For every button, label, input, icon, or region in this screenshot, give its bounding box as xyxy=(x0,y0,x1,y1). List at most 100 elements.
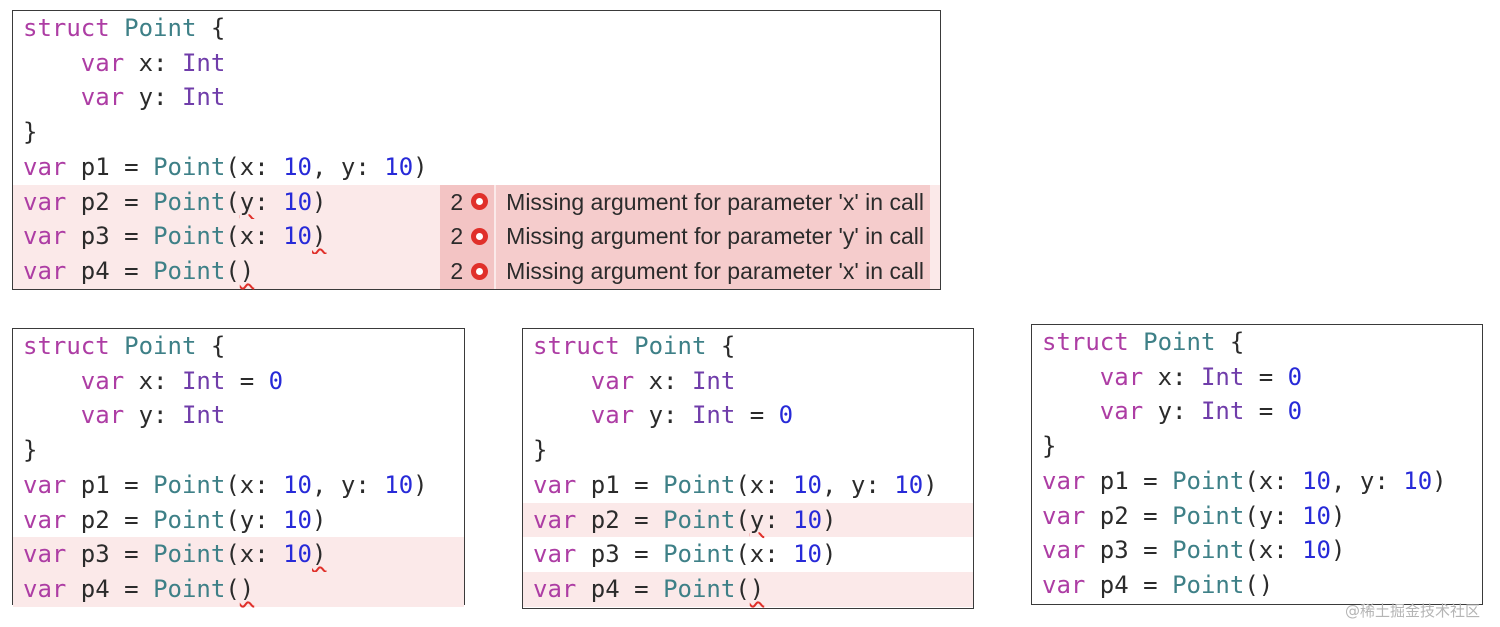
code-token: ( xyxy=(735,574,750,603)
code-token: , y: xyxy=(822,470,895,499)
code-token: struct xyxy=(533,332,620,360)
code-token: var xyxy=(80,401,125,430)
code-token: ( xyxy=(225,187,240,216)
code-token: ) xyxy=(312,187,327,216)
code-token: p4 = xyxy=(576,574,664,603)
code-token: ( xyxy=(225,574,240,603)
error-count: 2 xyxy=(450,223,464,250)
code-token: = xyxy=(1244,362,1288,391)
code-token xyxy=(23,367,81,395)
code-token: { xyxy=(196,14,226,42)
code-token: 10 xyxy=(793,505,823,534)
error-squiggle-token: ) xyxy=(239,574,255,603)
code-token: var xyxy=(1099,362,1144,391)
code-token: var xyxy=(590,401,635,430)
code-token: var xyxy=(533,574,577,603)
code-token: var xyxy=(80,83,125,112)
code-token: Point xyxy=(153,540,226,569)
code-line: var y: Int xyxy=(13,80,940,115)
code-token: : xyxy=(254,187,284,216)
code-token: x: xyxy=(1143,362,1201,391)
code-token: 10 xyxy=(1302,501,1332,530)
code-token: : xyxy=(764,505,794,534)
code-token: , y: xyxy=(1331,466,1404,495)
code-token: 0 xyxy=(1287,397,1303,426)
code-token: ) xyxy=(1331,536,1346,565)
code-token: p4 = xyxy=(66,574,154,603)
code-line: struct Point { xyxy=(1032,325,1482,360)
code-line: var p1 = Point(x: 10, y: 10) xyxy=(13,468,464,503)
code-token: var xyxy=(23,222,67,251)
code-token: x: xyxy=(124,366,182,395)
error-circle-icon xyxy=(471,228,489,246)
code-token: ) xyxy=(822,505,837,534)
code-line: var p3 = Point(x: 10) xyxy=(1032,533,1482,568)
code-token: var xyxy=(1099,397,1144,426)
error-squiggle-token: ) xyxy=(749,574,765,603)
code-token: 10 xyxy=(283,152,313,181)
code-panel-1: struct Point { var x: Int var y: Int}var… xyxy=(12,10,941,290)
code-token: var xyxy=(1042,536,1086,565)
code-token xyxy=(620,332,634,360)
code-token: var xyxy=(533,505,577,534)
code-panel-4: struct Point { var x: Int = 0 var y: Int… xyxy=(1031,324,1483,605)
code-token: 10 xyxy=(1302,536,1332,565)
code-token: Point xyxy=(153,256,226,285)
code-token: ( xyxy=(735,505,750,534)
code-token: var xyxy=(23,256,67,285)
code-token: Int xyxy=(181,401,226,430)
code-token xyxy=(23,49,81,77)
code-token: Point xyxy=(124,332,197,360)
watermark: @稀土掘金技术社区 xyxy=(1344,602,1480,620)
code-token: Int xyxy=(1200,362,1245,391)
code-token: (x: xyxy=(735,470,794,499)
code-token xyxy=(110,14,124,42)
code-line: var p1 = Point(x: 10, y: 10) xyxy=(523,468,973,503)
error-count: 2 xyxy=(450,257,464,284)
code-token: Point xyxy=(153,470,226,499)
code-token: (y: xyxy=(1244,501,1303,530)
code-panel-3: struct Point { var x: Int var y: Int = 0… xyxy=(522,328,974,609)
code-token: (x: xyxy=(225,470,284,499)
code-line: var x: Int xyxy=(13,46,940,81)
code-token: Int xyxy=(691,366,736,395)
code-token: { xyxy=(706,332,736,360)
code-token: p3 = xyxy=(66,222,154,251)
code-token: Point xyxy=(1172,570,1245,599)
error-count-badge: 2 xyxy=(440,219,495,254)
code-token: p1 = xyxy=(1085,466,1173,495)
code-token: p1 = xyxy=(66,152,154,181)
code-token: var xyxy=(80,366,125,395)
code-token: Point xyxy=(1172,501,1245,530)
code-token: struct xyxy=(23,332,110,360)
code-token: ( xyxy=(225,256,240,285)
code-line: var y: Int = 0 xyxy=(1032,394,1482,429)
code-token: ) xyxy=(923,470,938,499)
code-token: p4 = xyxy=(66,256,154,285)
code-line: var p1 = Point(x: 10, y: 10) xyxy=(1032,464,1482,499)
code-line: } xyxy=(13,115,940,150)
error-count: 2 xyxy=(450,188,464,215)
code-token: 10 xyxy=(283,540,313,569)
code-token xyxy=(1042,397,1100,425)
code-token: var xyxy=(533,540,577,569)
error-squiggle-token: ) xyxy=(239,256,255,285)
code-token: ) xyxy=(1432,466,1447,495)
code-token: Int xyxy=(1200,397,1245,426)
code-line: var p2 = Point(y: 10) xyxy=(523,502,973,538)
code-token: 0 xyxy=(1287,362,1303,391)
code-line: var p4 = Point() xyxy=(523,571,973,607)
code-token: Point xyxy=(124,14,197,42)
code-token: p3 = xyxy=(66,540,154,569)
code-line: } xyxy=(13,433,464,468)
code-token xyxy=(1042,363,1100,391)
error-squiggle-token: ) xyxy=(312,222,327,251)
code-token: ) xyxy=(1331,501,1346,530)
code-token: 10 xyxy=(283,222,313,251)
code-token: y: xyxy=(634,401,692,430)
code-token: 10 xyxy=(793,470,823,499)
